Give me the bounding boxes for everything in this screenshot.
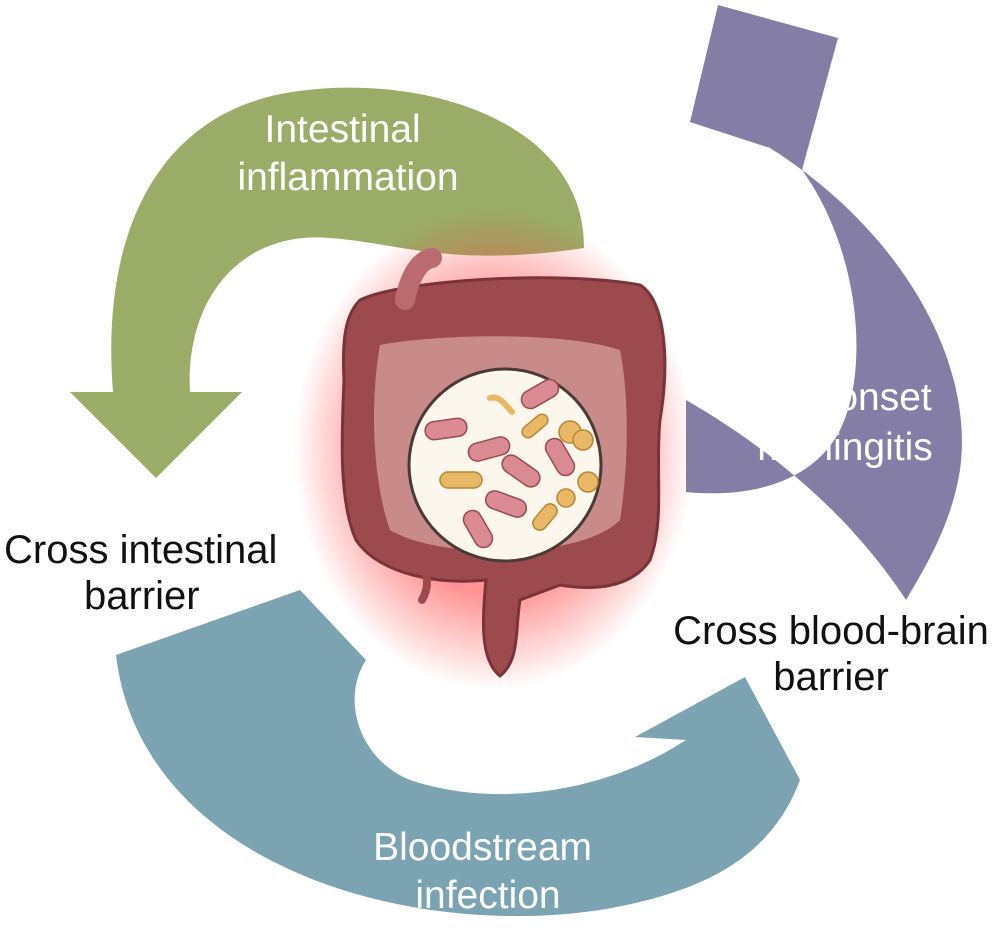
cross-blood-brain-barrier-line2: barrier (773, 655, 889, 699)
esophagus-end-shape (395, 248, 442, 310)
green-cycle-arrow (70, 87, 585, 478)
teal-arrow-label-line1: Bloodstream (373, 826, 592, 869)
green-arrow-label: Intestinal inflammation (237, 108, 458, 199)
appendix-shape (416, 556, 431, 604)
cross-blood-brain-barrier-line1: Cross blood-brain (673, 609, 989, 653)
green-arrow-label-line2: inflammation (237, 156, 458, 199)
cross-intestinal-barrier-label: Cross intestinal barrier (4, 527, 277, 619)
intestine-with-bacteria-icon (294, 210, 694, 690)
teal-arrow-label: Bloodstream infection (373, 826, 603, 917)
green-arrow-label-line1: Intestinal (265, 108, 421, 151)
bacteria-cluster (424, 378, 599, 549)
cross-intestinal-barrier-line2: barrier (84, 574, 200, 618)
purple-arrow-label: Late-onset meningitis (747, 376, 942, 469)
purple-arrow-label-line2: meningitis (757, 426, 933, 469)
cross-blood-brain-barrier-label: Cross blood-brain barrier (664, 608, 998, 700)
cross-intestinal-barrier-line1: Cross intestinal (4, 528, 278, 572)
teal-cycle-arrow (116, 590, 800, 917)
purple-arrow-label-line1: Late-onset (747, 376, 931, 419)
purple-cycle-arrow (686, 5, 962, 600)
teal-arrow-label-line2: infection (415, 874, 560, 917)
